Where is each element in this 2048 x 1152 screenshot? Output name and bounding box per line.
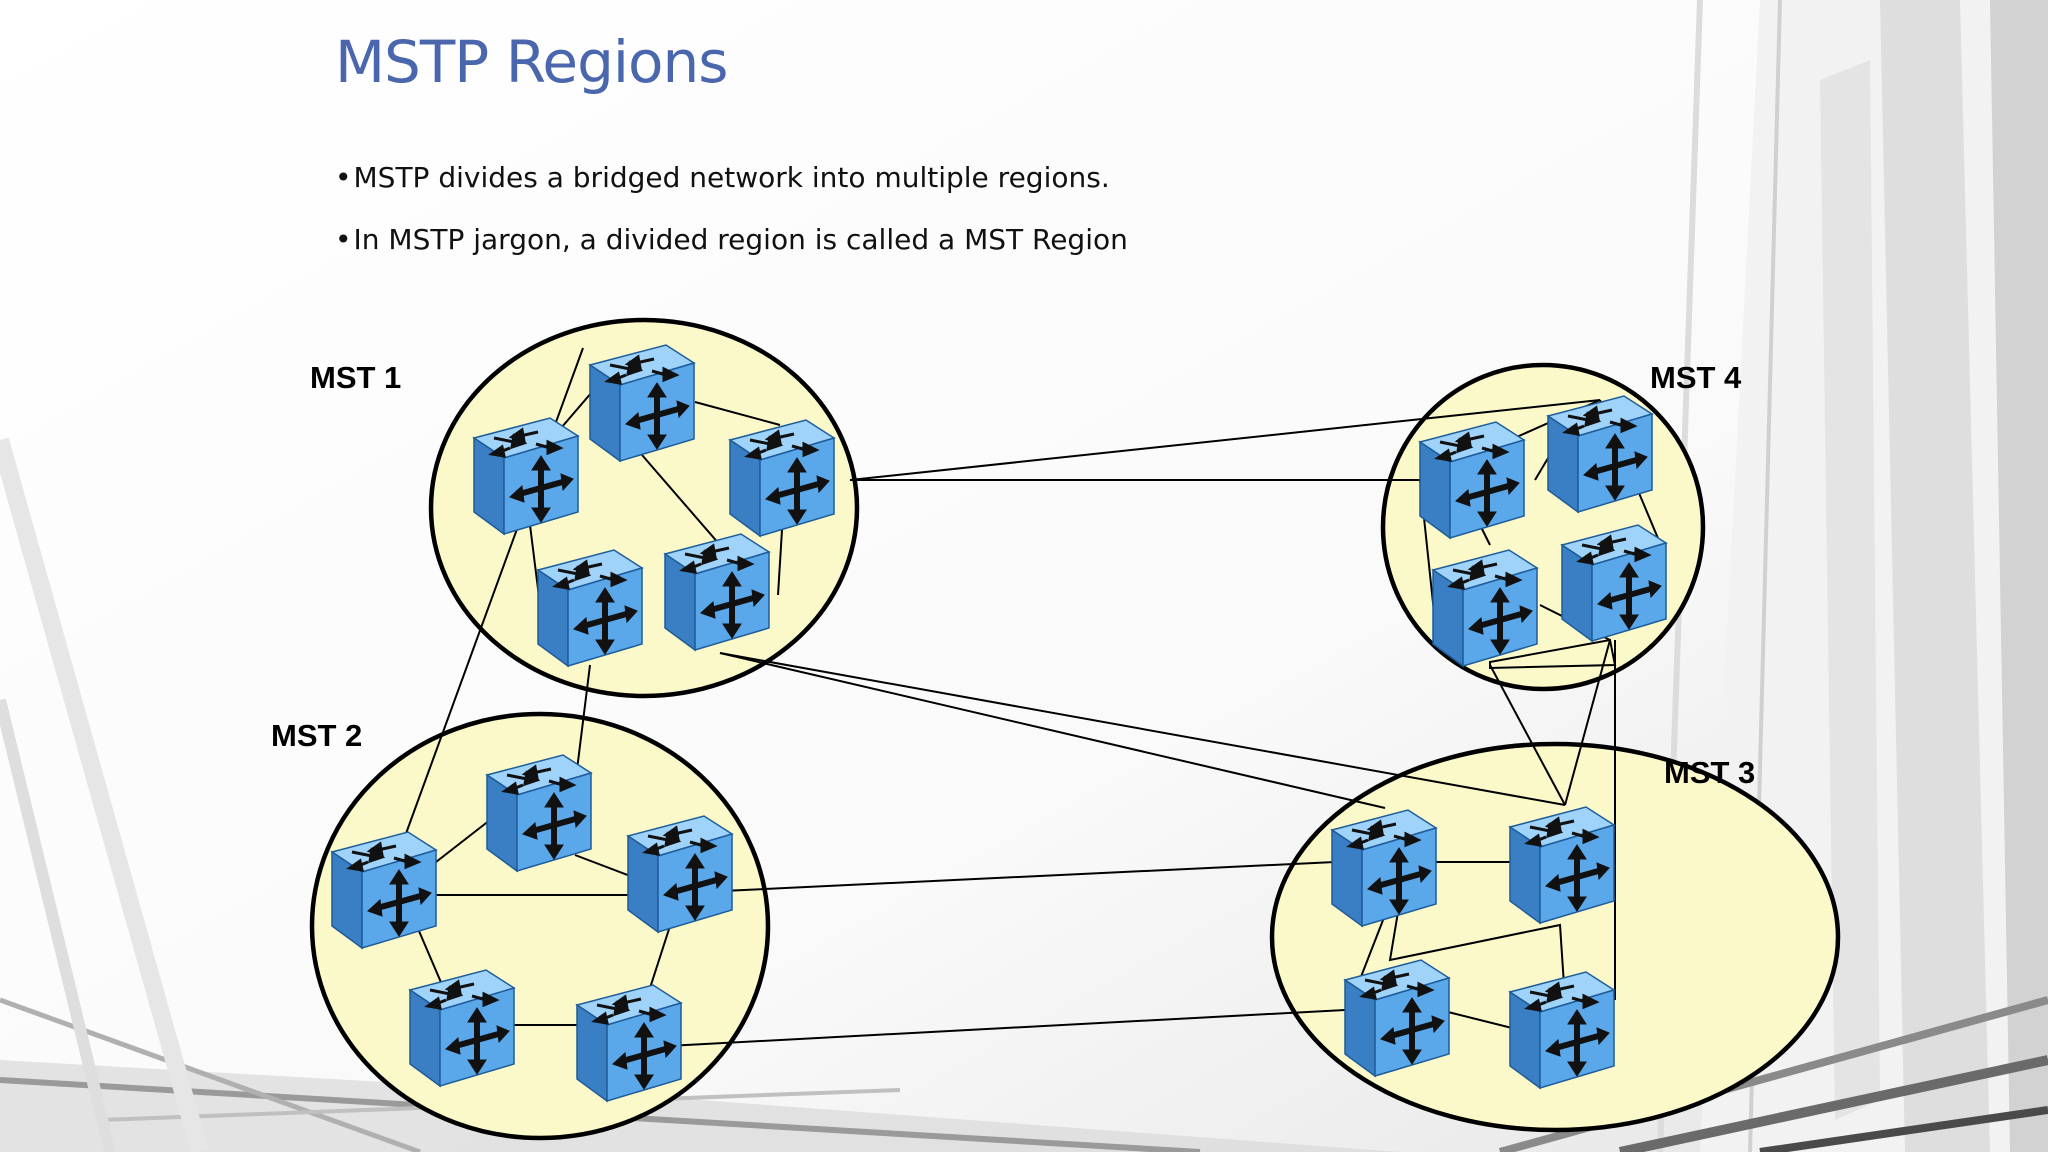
network-switch-icon	[1562, 525, 1666, 641]
network-switch-icon	[1510, 972, 1614, 1088]
region-label-mst3: MST 3	[1664, 755, 1756, 790]
network-switch-icon	[538, 550, 642, 666]
network-switch-icon	[590, 345, 694, 461]
bullet-dot: •	[335, 223, 352, 256]
network-switch-icon	[577, 985, 681, 1101]
network-switch-icon	[730, 420, 834, 536]
bullet-item: •MSTP divides a bridged network into mul…	[335, 160, 1128, 222]
bullet-text: In MSTP jargon, a divided region is call…	[353, 223, 1128, 256]
network-switch-icon	[1345, 960, 1449, 1076]
bullet-item: •In MSTP jargon, a divided region is cal…	[335, 222, 1128, 284]
region-label-mst4: MST 4	[1650, 360, 1742, 395]
network-switch-icon	[1332, 810, 1436, 926]
network-switch-icon	[1420, 422, 1524, 538]
network-switch-icon	[1548, 396, 1652, 512]
network-switch-icon	[1510, 807, 1614, 923]
bullet-dot: •	[335, 161, 352, 194]
network-switch-icon	[474, 418, 578, 534]
region-label-mst2: MST 2	[271, 718, 363, 753]
region-mst4-boundary	[1380, 362, 1706, 692]
links	[399, 347, 1666, 1051]
slide-title: MSTP Regions	[335, 28, 728, 96]
bullet-text: MSTP divides a bridged network into mult…	[353, 161, 1110, 194]
network-switch-icon	[1433, 550, 1537, 666]
network-switch-icon	[487, 755, 591, 871]
bullet-list: •MSTP divides a bridged network into mul…	[335, 160, 1128, 284]
network-switch-icon	[628, 816, 732, 932]
region-label-mst1: MST 1	[310, 360, 402, 395]
network-switch-icon	[410, 970, 514, 1086]
network-switch-icon	[332, 832, 436, 948]
network-switch-icon	[665, 534, 769, 650]
